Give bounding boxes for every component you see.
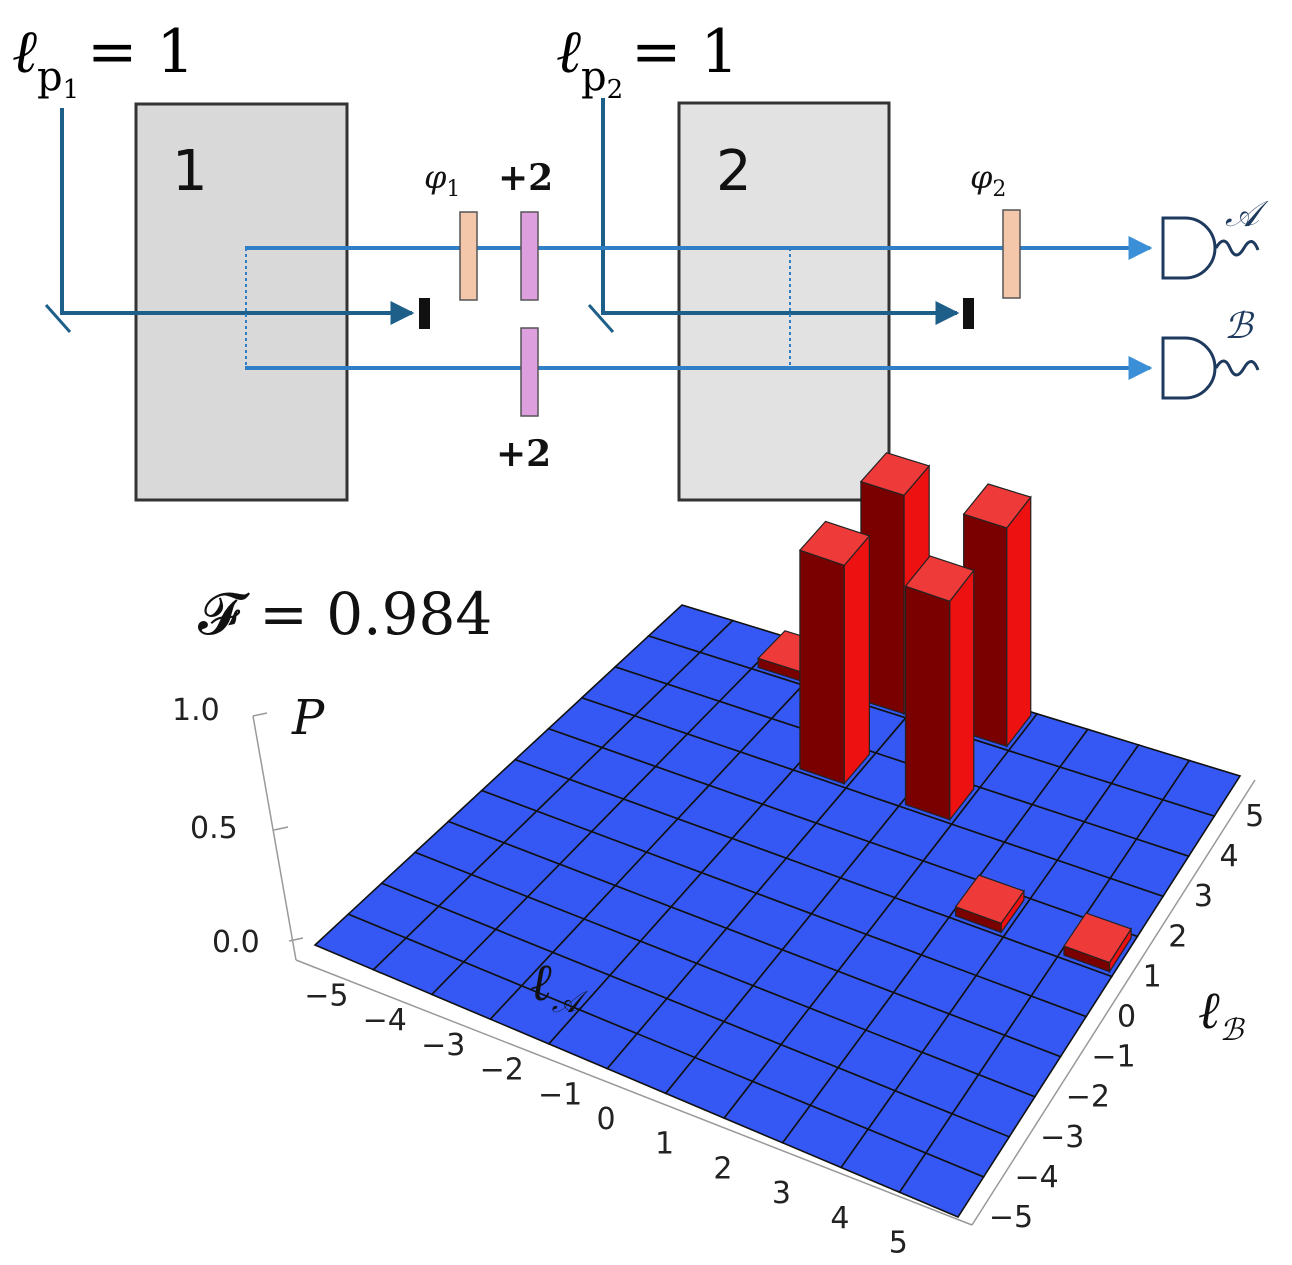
phase-plate-1 xyxy=(459,211,478,301)
detector-a-icon xyxy=(1161,216,1260,280)
fidelity-label: 𝓕 = 0.984 xyxy=(198,580,492,648)
bar-front-face xyxy=(904,585,951,821)
x-tick-label: −5 xyxy=(304,978,348,1013)
z-axis xyxy=(252,712,304,961)
floor-tiles xyxy=(313,604,1242,1218)
z-tick-label: 0.0 xyxy=(212,925,260,960)
z-axis-label: P xyxy=(291,690,325,746)
pump2-blocker xyxy=(963,298,974,329)
bar-side-face xyxy=(1006,495,1032,749)
x-tick-labels: −5 −4 −3 −2 −1 0 1 2 3 4 5 xyxy=(304,978,908,1260)
z-tick-label: 1.0 xyxy=(172,693,220,728)
x-tick-label: 3 xyxy=(772,1176,791,1211)
crystal-2 xyxy=(677,101,891,502)
bar-top-face xyxy=(859,452,931,496)
hologram-bottom-label: +2 xyxy=(496,433,551,475)
z-tick-label: 0.5 xyxy=(190,811,238,846)
hologram-bottom xyxy=(520,327,539,417)
x-tick-label: −4 xyxy=(363,1003,407,1038)
hologram-top-label: +2 xyxy=(498,157,553,199)
detector-a-label: 𝒜 xyxy=(1225,194,1269,235)
y-tick-label: 0 xyxy=(1117,1000,1136,1035)
y-tick-label: 3 xyxy=(1194,879,1213,914)
y-tick-label: 1 xyxy=(1143,959,1162,994)
bar-top-face xyxy=(798,520,871,567)
small-bar xyxy=(1063,912,1133,974)
plot-area: 𝓕 = 0.984 1.0 0.5 0.0 P −5−4−3−2−1012345… xyxy=(172,452,1264,1261)
bar-side-face xyxy=(843,534,870,786)
detector-b-label: ℬ xyxy=(1224,306,1255,347)
y-tick-label: 4 xyxy=(1220,839,1239,874)
y-tick-label: −5 xyxy=(989,1200,1033,1235)
x-tick-label: 1 xyxy=(655,1127,674,1162)
y-tick-label: −2 xyxy=(1066,1080,1110,1115)
y-tick-label: 5 xyxy=(1245,799,1264,834)
x-tick-label: −1 xyxy=(538,1077,582,1112)
pump1-mirror xyxy=(44,304,72,333)
crystal-1-label: 1 xyxy=(172,139,208,204)
x-tick-label: 4 xyxy=(830,1201,849,1236)
small-bar xyxy=(954,874,1025,935)
x-tick-label: 5 xyxy=(889,1226,908,1261)
bar-top-face xyxy=(962,483,1032,529)
floor-tile xyxy=(1161,759,1242,818)
crystal-1 xyxy=(134,102,349,502)
tall-bar xyxy=(904,555,975,822)
phase-plate-2-label: φ2 xyxy=(970,158,1006,202)
pump2-mirror xyxy=(587,304,615,333)
pump2-label: ℓp2= 1 xyxy=(556,17,739,105)
pump1-blocker xyxy=(419,298,430,329)
y-tick-label: −1 xyxy=(1091,1040,1135,1075)
tall-bar xyxy=(962,483,1032,749)
phase-plate-2 xyxy=(1002,209,1021,299)
bar-side-face xyxy=(949,568,975,822)
setup-diagram: ℓp1= 1 ℓp2= 1 1 2 φ1 φ2 +2 +2 xyxy=(12,17,1269,502)
y-tick-label: −3 xyxy=(1040,1120,1084,1155)
hologram-top xyxy=(520,211,539,301)
pump2-beam xyxy=(601,98,960,325)
bar-top-face xyxy=(1063,912,1133,964)
detector-b-icon xyxy=(1161,336,1260,400)
y-axis-label: ℓℬ xyxy=(1198,981,1246,1048)
x-tick-label: −3 xyxy=(421,1028,465,1063)
x-tick-label: 2 xyxy=(713,1151,732,1186)
x-tick-label: −2 xyxy=(480,1053,524,1088)
bars xyxy=(757,452,1133,974)
bar-top-face xyxy=(904,555,975,603)
y-tick-label: −4 xyxy=(1014,1160,1058,1195)
x-tick-label: 0 xyxy=(597,1102,616,1137)
bar-front-face xyxy=(799,549,845,785)
pump1-beam xyxy=(60,108,415,325)
tall-bar xyxy=(798,520,871,786)
axis-rails xyxy=(295,779,1256,1226)
phase-plate-1-label: φ1 xyxy=(424,158,460,202)
crystal-2-label: 2 xyxy=(716,139,752,204)
y-tick-label: 2 xyxy=(1168,919,1187,954)
pump1-label: ℓp1= 1 xyxy=(12,17,195,105)
bar-top-face xyxy=(954,874,1025,924)
